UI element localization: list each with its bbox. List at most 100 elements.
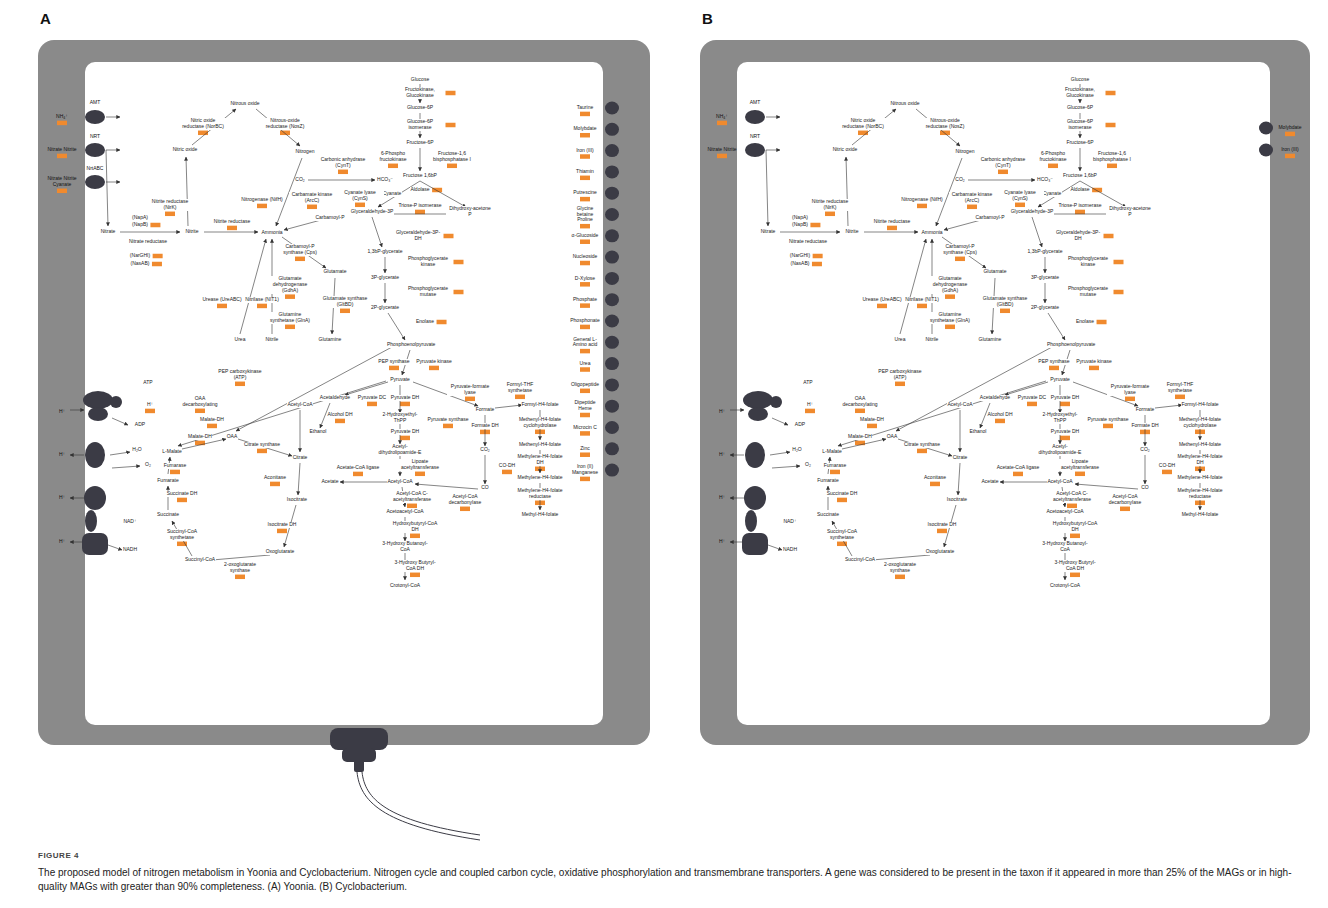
pathway-label: Hydroxybutyryl-CoA DH xyxy=(1052,521,1099,533)
pathway-label: Alcohol DH xyxy=(987,412,1013,418)
pathway-label: Formyl-THF synthetase xyxy=(497,382,544,394)
transporter xyxy=(605,336,619,349)
gene-present-marker xyxy=(444,234,454,239)
gene-present-marker xyxy=(437,320,447,325)
pathway-label: HCO₃⁻ xyxy=(1037,177,1054,183)
atp-synthase xyxy=(770,396,782,408)
pathway-arrow xyxy=(186,157,188,226)
pathway-label: Malate-DH xyxy=(848,434,873,440)
pathway-label: Malate-DH xyxy=(188,434,213,440)
pathway-label: CO₂ xyxy=(1140,447,1150,453)
pathway-label: Cyanate lyase (CynS) xyxy=(337,190,384,202)
gene-present-marker xyxy=(207,424,217,429)
pathway-label: ATP xyxy=(803,380,813,386)
pathway-label: Isocitrate xyxy=(946,497,967,503)
pathway-label: 1,3bP-glycerate xyxy=(367,249,403,255)
pathway-label: Methenyl-H4-folate xyxy=(1178,442,1221,448)
pathway-label: Succinate DH xyxy=(826,491,858,497)
gene-present-marker xyxy=(295,257,305,262)
pathway-label: Nitrous oxide xyxy=(890,101,920,107)
pathway-label: Phosphoglycerate kinase xyxy=(405,256,452,268)
pathway-label: Fructose-6P xyxy=(1066,140,1094,146)
gene-present-marker xyxy=(580,239,590,244)
pathway-label: Carbamate kinase (ArcC) xyxy=(289,192,336,204)
gene-present-marker xyxy=(1060,436,1070,441)
transporter xyxy=(605,251,619,264)
membrane-arrow xyxy=(70,498,84,499)
pathway-label: CO₂ xyxy=(480,447,490,453)
pathway-label: Carbamate kinase (ArcC) xyxy=(949,192,996,204)
pathway-label: Fructose-1,6 bisphosphatase I xyxy=(429,151,476,163)
pathway-label: Aldolase xyxy=(410,187,430,193)
pathway-label: Glyceraldehyde-3P-DH xyxy=(395,230,442,242)
gene-present-marker xyxy=(1060,402,1070,407)
pathway-arrow xyxy=(485,415,486,446)
pathway-label: Pyruvate DC xyxy=(357,395,386,401)
pathway-label: Methyl-H4-folate xyxy=(521,512,559,518)
cell-membrane xyxy=(38,40,650,745)
gene-present-marker xyxy=(855,441,865,446)
transporter xyxy=(1259,144,1273,157)
gene-present-marker xyxy=(1175,395,1185,400)
pathway-label: Glucose-6P xyxy=(406,105,433,111)
pathway-label: Acetyl-CoA C-acetyltransferase xyxy=(389,491,436,503)
pathway-arrow xyxy=(1032,217,1042,247)
pathway-label: Fumarate xyxy=(157,478,179,484)
pathway-label: Glucose xyxy=(1070,77,1089,83)
pathway-label: Acetoacetyl-CoA xyxy=(386,509,424,515)
pathway-label: Nitric oxide xyxy=(832,147,858,153)
pathway-label: (NapB) xyxy=(792,222,809,228)
pathway-arrow xyxy=(944,220,981,230)
gene-present-marker xyxy=(1285,132,1295,137)
pathway-label: Succinyl-CoA synthetase xyxy=(819,529,866,541)
cytoplasm xyxy=(85,62,603,725)
pathway-label: Methyl-H4-folate xyxy=(1181,512,1219,518)
pathway-arrow xyxy=(236,347,392,431)
pathway-label: Thiamin xyxy=(576,169,595,175)
pathway-arrow xyxy=(838,381,1046,446)
pathway-arrow xyxy=(846,157,848,226)
flagellum-hook xyxy=(354,760,364,772)
pathway-label: 2-oxoglutarate synthase xyxy=(877,562,924,574)
pathway-label: Glutamine synthetase (GlnA) xyxy=(267,312,314,324)
pathway-label: Fructokinase, Glucokinase xyxy=(397,87,444,99)
pathway-label: Nitrate Nitrite xyxy=(47,147,77,153)
pathway-label: Nitrate reductase xyxy=(788,239,827,245)
pathway-label: Glucose-6P isomerase xyxy=(1057,119,1104,131)
pathway-label: Glutamine xyxy=(318,337,342,343)
transporter xyxy=(1259,122,1273,135)
pathway-label: Fructokinase, Glucokinase xyxy=(1057,87,1104,99)
transport-arrow xyxy=(766,117,780,118)
pathway-label: Carbamoyl-P xyxy=(315,215,345,221)
pathway-label: Nitrous oxide xyxy=(230,101,260,107)
gene-present-marker xyxy=(580,477,590,482)
gene-present-marker xyxy=(967,205,977,210)
gene-present-marker xyxy=(1104,234,1114,239)
transporter xyxy=(605,123,619,136)
pathway-label: Methylene-H4-folate reductase xyxy=(1177,488,1224,500)
gene-present-marker xyxy=(717,121,727,126)
gene-present-marker xyxy=(580,349,590,354)
gene-present-marker xyxy=(1106,123,1116,128)
transport-arrow xyxy=(106,150,120,151)
pathway-label: (NasAB) xyxy=(130,261,150,267)
pathway-label: Urea xyxy=(579,361,591,367)
pathway-label: Triose-P isomerase xyxy=(398,203,442,209)
pathway-label: Formate xyxy=(475,407,495,413)
pathway-label: Aconitase xyxy=(924,475,947,481)
pathway-label: 2P-glycerate xyxy=(1030,305,1059,311)
pathway-label: Glutamate xyxy=(323,269,347,275)
membrane-arrow xyxy=(70,455,84,456)
pathway-label: Nitrous-oxide reductase (NosZ) xyxy=(922,118,969,130)
gene-present-marker xyxy=(580,282,590,287)
pathway-label: Acetate-CoA ligase xyxy=(336,465,380,471)
pathway-label: Cyanate lyase (CynS) xyxy=(997,190,1044,202)
gene-present-marker xyxy=(153,254,163,259)
gene-present-marker xyxy=(580,413,590,418)
gene-present-marker xyxy=(917,204,927,209)
gene-present-marker xyxy=(285,325,295,330)
pathway-label: Isocitrate DH xyxy=(927,522,957,528)
pathway-label: Acetyl-CoA decarbonylase xyxy=(1102,494,1149,506)
pathway-arrow xyxy=(1048,313,1065,340)
pathway-label: Succinyl-CoA synthetase xyxy=(159,529,206,541)
